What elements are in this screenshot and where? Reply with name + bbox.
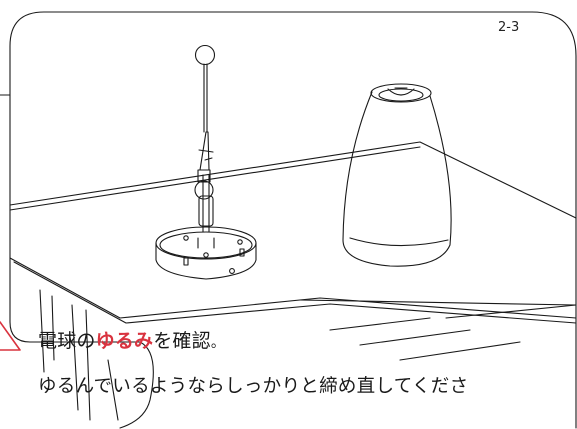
table-top bbox=[9, 141, 577, 219]
lampshade bbox=[342, 83, 452, 267]
lamp-stem bbox=[194, 44, 216, 233]
warning-triangle-icon bbox=[0, 321, 21, 351]
caption-prefix: 電球の bbox=[38, 330, 96, 352]
caption-instruction: ゆるんでいるようならしっかりと締め直してくださ bbox=[38, 376, 469, 397]
table-leg-left bbox=[39, 289, 91, 421]
caption-highlight: ゆるみ bbox=[95, 330, 154, 352]
table-front-edge bbox=[9, 146, 421, 211]
table-apron-right bbox=[329, 304, 577, 361]
frame-outline bbox=[9, 11, 577, 429]
step-number: 2-3 bbox=[498, 20, 520, 35]
lamp-base bbox=[155, 226, 257, 280]
caption-suffix: を確認 bbox=[153, 330, 211, 352]
caption-period: 。 bbox=[210, 335, 226, 351]
caption-title: 電球のゆるみを確認。 bbox=[38, 326, 225, 353]
